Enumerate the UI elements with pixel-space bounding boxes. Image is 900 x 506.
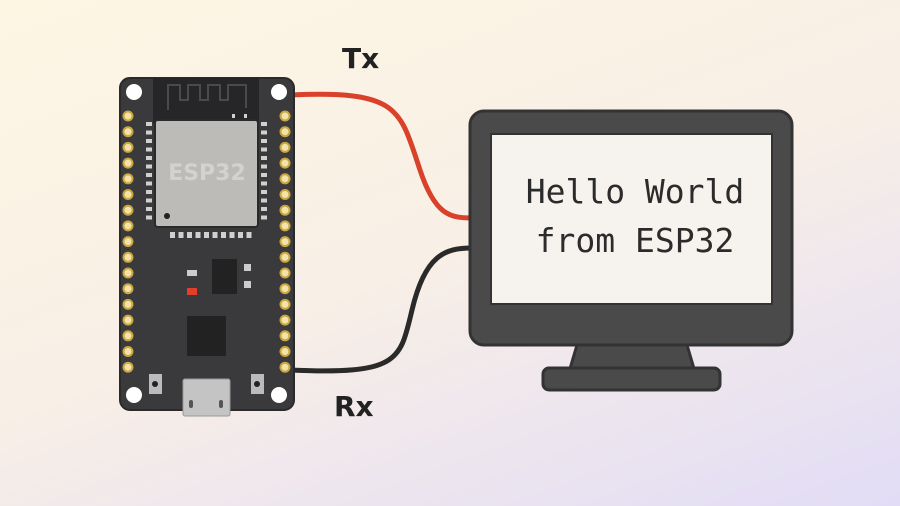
chip-pad: [146, 181, 152, 186]
chip-pad: [146, 215, 152, 220]
antenna-trace-icon: [167, 84, 247, 110]
chip-pad: [221, 232, 226, 238]
rx-label: Rx: [334, 390, 374, 423]
gpio-pin: [122, 236, 134, 248]
chip-pad: [146, 139, 152, 143]
chip-pad: [261, 139, 267, 143]
chip-pad: [146, 147, 152, 152]
rx-wire: [289, 245, 473, 374]
screen-line-2: from ESP32: [536, 221, 735, 260]
chip-pad: [261, 147, 267, 152]
chip-pad: [246, 232, 252, 238]
chip-pad: [146, 198, 152, 203]
tx-label: Tx: [342, 42, 379, 75]
gpio-pin: [279, 251, 291, 263]
chip-pad: [261, 190, 267, 194]
gpio-pin: [122, 283, 134, 295]
chip-pad: [146, 190, 152, 194]
gpio-pin: [122, 220, 134, 232]
gpio-pin: [122, 267, 134, 279]
chip-pad: [261, 122, 267, 126]
gpio-pin: [122, 298, 134, 310]
monitor: Hello World from ESP32: [468, 109, 794, 392]
chip-pad: [229, 232, 235, 238]
chip-pad: [261, 130, 267, 135]
chip-pad: [146, 130, 152, 135]
chip-pad: [238, 232, 243, 238]
esp32-chip: [154, 119, 259, 228]
chip-pad: [261, 207, 267, 211]
gpio-pin: [122, 346, 134, 357]
gpio-pin: [279, 346, 291, 357]
gpio-pin: [279, 189, 291, 200]
tx-wire: [291, 91, 473, 221]
monitor-screen: [490, 133, 773, 305]
chip-pad: [146, 156, 152, 160]
chip-pad: [261, 156, 267, 160]
gpio-pin: [279, 283, 291, 295]
chip-pad: [232, 114, 235, 118]
chip-pad: [212, 232, 218, 238]
gpio-pin: [279, 220, 291, 232]
chip-pad: [146, 207, 152, 211]
chip-pad: [195, 232, 201, 238]
gpio-pin: [122, 189, 134, 200]
chip-pad: [146, 122, 152, 126]
chip-pad: [261, 181, 267, 186]
gpio-pin: [279, 330, 291, 342]
gpio-pin: [279, 267, 291, 279]
gpio-pin: [279, 141, 291, 153]
chip-pad: [261, 198, 267, 203]
pin-headers: [122, 110, 291, 373]
esp32-board: ESP32: [119, 77, 295, 417]
gpio-pin: [122, 204, 134, 216]
chip-pad: [261, 164, 267, 169]
gpio-pin: [122, 314, 134, 326]
status-led: [187, 288, 197, 295]
mount-hole: [271, 84, 287, 100]
gpio-pin: [279, 361, 291, 373]
gpio-pin: [122, 251, 134, 263]
regulator-chip: [212, 259, 237, 294]
gpio-pin: [279, 204, 291, 216]
chip-pad: [178, 232, 184, 238]
gpio-pin: [279, 110, 291, 122]
gpio-pin: [279, 126, 291, 138]
gpio-pin: [279, 298, 291, 310]
screen-line-1: Hello World: [526, 172, 745, 211]
chip-pad: [261, 173, 267, 177]
chip-pad: [244, 114, 247, 118]
chip-pad: [146, 173, 152, 177]
gpio-pin: [279, 173, 291, 185]
gpio-pin: [122, 361, 134, 373]
gpio-pin: [279, 314, 291, 326]
gpio-pin: [122, 126, 134, 138]
gpio-pin: [279, 236, 291, 248]
chip-pad: [261, 215, 267, 220]
usb-uart-chip: [187, 316, 226, 356]
chip-pad: [146, 164, 152, 169]
chip-pad: [204, 232, 209, 238]
chip-label: ESP32: [168, 161, 246, 186]
gpio-pin: [122, 110, 134, 122]
mount-hole: [126, 387, 142, 403]
gpio-pin: [122, 330, 134, 342]
gpio-pin: [122, 141, 134, 153]
gpio-pin: [122, 173, 134, 185]
mount-hole: [126, 84, 142, 100]
gpio-pin: [122, 157, 134, 169]
chip-pad: [187, 232, 192, 238]
gpio-pin: [279, 157, 291, 169]
chip-pads: [146, 114, 267, 238]
micro-usb-port: [182, 378, 231, 417]
monitor-base: [541, 366, 722, 392]
chip-pad: [170, 232, 175, 238]
mount-hole: [271, 387, 287, 403]
